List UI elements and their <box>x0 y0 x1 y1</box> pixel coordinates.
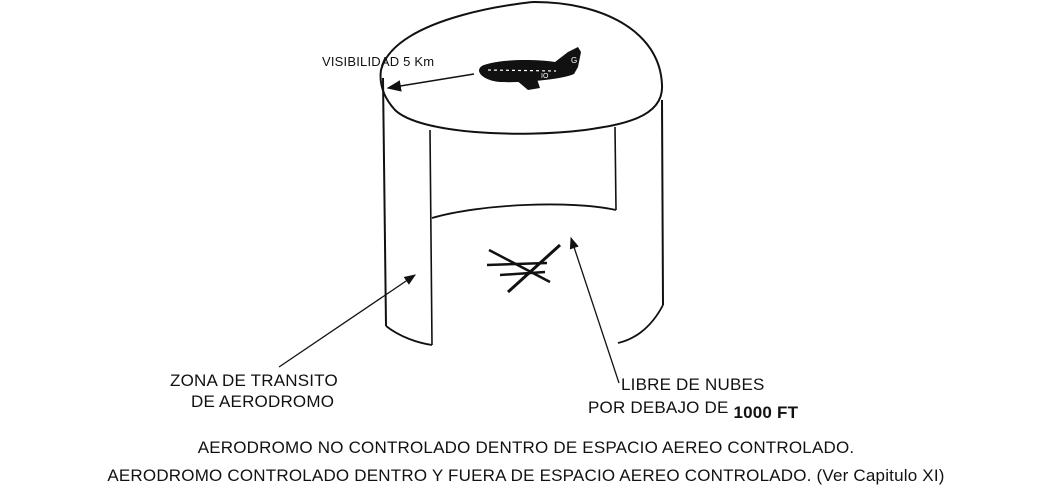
left-wall-inner <box>429 129 433 346</box>
caption-line-1: AERODROMO NO CONTROLADO DENTRO DE ESPACI… <box>197 438 855 457</box>
no-cloud-icon <box>486 243 562 294</box>
cylinder-top-ellipse <box>379 0 664 135</box>
right-wall-outer <box>661 99 664 306</box>
zona-label-line2: DE AERODROMO <box>191 392 335 411</box>
inner-floor-arc <box>431 203 617 219</box>
svg-text:G: G <box>571 56 577 65</box>
zona-label-line1: ZONA DE TRANSITO <box>170 371 338 390</box>
right-wall-bottom <box>617 304 664 344</box>
left-wall-bottom <box>385 325 433 346</box>
libre-altitude-value: 1000 FT <box>733 403 799 422</box>
visibility-arrow <box>386 73 475 92</box>
aircraft-icon: G IO <box>479 47 581 90</box>
svg-text:IO: IO <box>541 73 549 80</box>
zona-leader-arrow <box>278 274 416 368</box>
libre-label-text: POR DEBAJO DE <box>588 398 734 417</box>
libre-label-line2: POR DEBAJO DE 1000 FT <box>588 398 798 422</box>
libre-label-line1: LIBRE DE NUBES <box>621 375 765 394</box>
visibility-label: VISIBILIDAD 5 Km <box>322 54 435 69</box>
left-wall-outer <box>382 77 387 327</box>
right-wall-inner <box>614 126 617 211</box>
libre-leader-arrow <box>569 236 620 384</box>
caption-line-2: AERODROMO CONTROLADO DENTRO Y FUERA DE E… <box>107 466 945 485</box>
